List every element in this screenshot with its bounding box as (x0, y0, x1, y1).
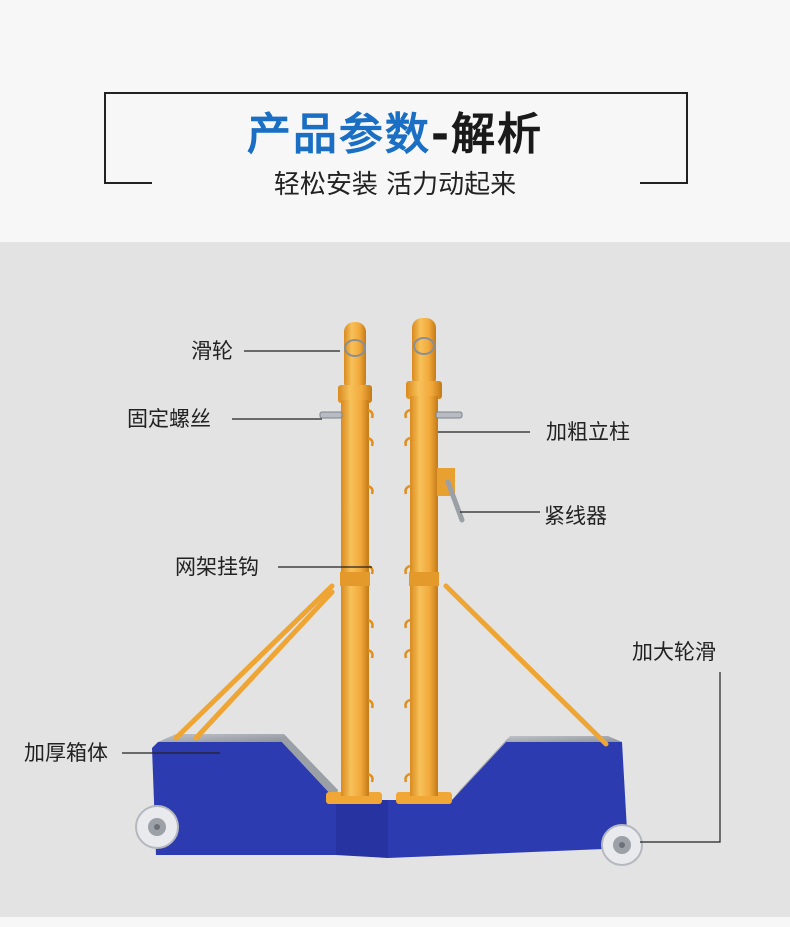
right-wheel (601, 824, 643, 866)
right-base-box (388, 736, 628, 858)
page-title: 产品参数-解析 (0, 108, 790, 162)
title-frame-top (104, 92, 688, 94)
net-hooks (367, 408, 411, 783)
label-pulley: 滑轮 (191, 339, 233, 363)
right-braces (443, 583, 609, 747)
tensioner-handle (445, 479, 465, 523)
header-section: 产品参数-解析 轻松安装 活力动起来 (0, 0, 790, 242)
title-dark-part: -解析 (430, 109, 544, 160)
fixing-screws (319, 411, 463, 419)
pulley-icons (344, 337, 435, 357)
left-wheel (135, 805, 179, 849)
left-post (338, 322, 372, 796)
title-frame-right (686, 92, 688, 184)
label-leader-lines (122, 350, 721, 843)
title-frame-bottom-right (640, 182, 688, 184)
title-frame-bottom-left (104, 182, 152, 184)
bottom-strip (0, 917, 790, 927)
label-tensioner: 紧线器 (544, 504, 607, 528)
right-post (406, 318, 455, 796)
label-net-hook: 网架挂钩 (175, 555, 259, 579)
label-thick-box: 加厚箱体 (24, 741, 108, 765)
title-blue-part: 产品参数 (246, 109, 431, 160)
page-subtitle: 轻松安装 活力动起来 (273, 170, 517, 200)
title-frame-left (104, 92, 106, 184)
label-big-wheel: 加大轮滑 (632, 640, 716, 664)
left-braces (173, 583, 335, 741)
label-fixing-screw: 固定螺丝 (127, 407, 211, 431)
label-thick-post: 加粗立柱 (546, 420, 630, 444)
left-base-box (152, 734, 388, 858)
